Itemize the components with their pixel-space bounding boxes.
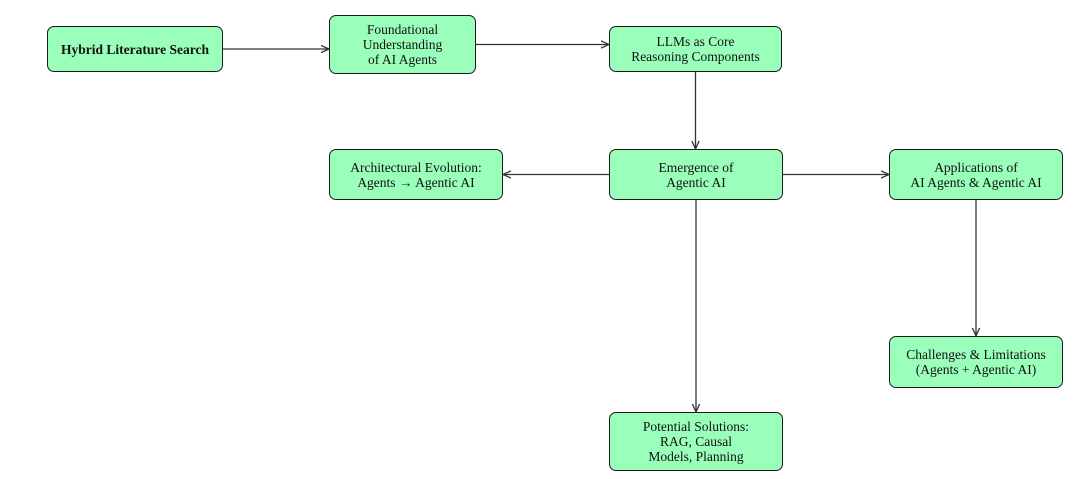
node-label: Hybrid Literature Search [61, 41, 209, 57]
node-label: Applications of AI Agents & Agentic AI [910, 159, 1042, 190]
node-architectural-evolution: Architectural Evolution: Agents → Agenti… [329, 149, 503, 200]
node-label: Potential Solutions: RAG, Causal Models,… [642, 419, 750, 464]
node-foundational-understanding: Foundational Understanding of AI Agents [329, 15, 476, 74]
node-applications: Applications of AI Agents & Agentic AI [889, 149, 1063, 200]
node-emergence-agentic-ai: Emergence of Agentic AI [609, 149, 783, 200]
node-label: Foundational Understanding of AI Agents [362, 22, 443, 67]
node-label: Challenges & Limitations (Agents + Agent… [906, 347, 1046, 377]
node-llms-core-reasoning: LLMs as Core Reasoning Components [609, 26, 782, 72]
node-label: Emergence of Agentic AI [658, 159, 734, 190]
node-challenges-limitations: Challenges & Limitations (Agents + Agent… [889, 336, 1063, 388]
node-potential-solutions: Potential Solutions: RAG, Causal Models,… [609, 412, 783, 471]
node-label: LLMs as Core Reasoning Components [631, 34, 760, 64]
node-label: Architectural Evolution: Agents → Agenti… [350, 159, 482, 190]
node-hybrid-literature-search: Hybrid Literature Search [47, 26, 223, 72]
